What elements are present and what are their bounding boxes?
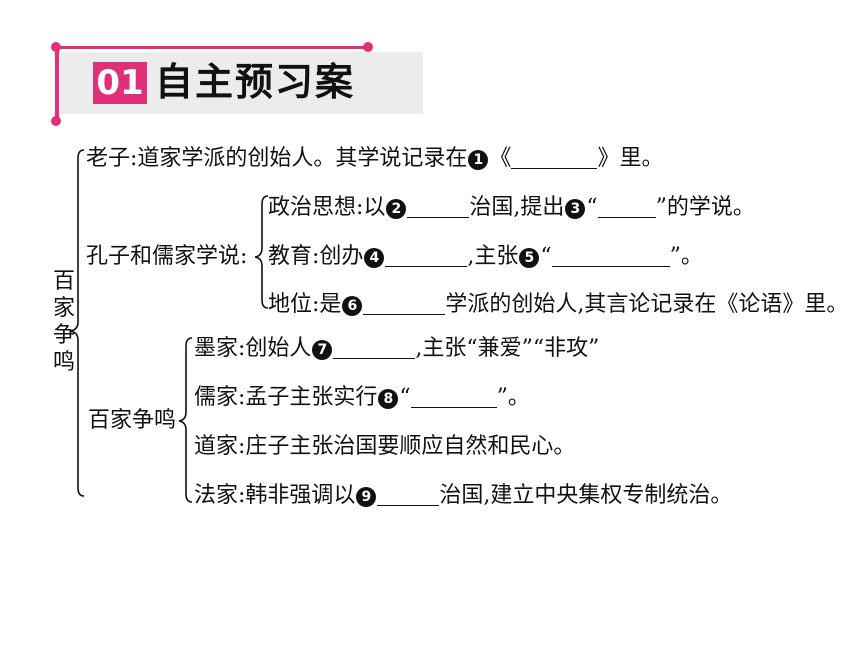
politics-text: ”的学说。	[655, 195, 755, 220]
section-title: 自主预习案	[155, 60, 356, 104]
number-badge: 2	[386, 199, 407, 219]
education-text: ”。	[669, 244, 703, 269]
baijia-bracket	[178, 337, 193, 503]
kongzi-label: 孔子和儒家学说:	[86, 244, 248, 269]
number-badge: 5	[519, 248, 540, 268]
education-text: 教育:创办	[268, 244, 364, 269]
header-dot	[51, 42, 61, 52]
header-left-line	[55, 46, 59, 120]
daojia-line: 道家:庄子主张治国要顺应自然和民心。	[194, 434, 576, 459]
section-header: 01 自主预习案	[51, 42, 425, 126]
status-text: 学派的创始人,其言论记录在《论语》里。	[445, 292, 849, 317]
header-top-line	[55, 46, 367, 49]
section-number: 01	[93, 62, 147, 104]
fajia-text: 治国,建立中央集权专制统治。	[439, 483, 733, 508]
mojia-text: 墨家:创始人	[194, 336, 312, 361]
number-badge: 3	[565, 199, 586, 219]
kongzi-bracket	[254, 195, 269, 309]
laozi-text: 老子:道家学派的创始人。其学说记录在	[86, 146, 468, 171]
number-badge: 7	[312, 340, 333, 360]
quote-open: “	[540, 244, 552, 269]
answer-blank[interactable]	[363, 292, 446, 315]
header-dot	[363, 42, 373, 52]
answer-blank[interactable]	[551, 244, 670, 267]
quote-open: “	[586, 195, 598, 220]
number-badge: 9	[356, 487, 377, 507]
answer-blank[interactable]	[511, 146, 598, 169]
rujia-text: ”。	[496, 385, 530, 410]
rujia-text: 儒家:孟子主张实行	[194, 385, 378, 410]
education-text: ,主张	[467, 244, 519, 269]
status-text: 地位:是	[268, 292, 342, 317]
answer-blank[interactable]	[410, 385, 497, 408]
number-badge: 4	[364, 248, 385, 268]
politics-text: 治国,提出	[469, 195, 565, 220]
book-open-mark: 《	[489, 146, 512, 171]
mojia-text: ,主张“兼爱”“非攻”	[415, 336, 600, 361]
book-close-mark: 》里。	[597, 146, 664, 171]
header-dot	[51, 116, 61, 126]
answer-blank[interactable]	[385, 244, 468, 267]
root-label: 百家争鸣	[52, 269, 75, 375]
number-badge: 8	[378, 389, 399, 409]
politics-text: 政治思想:以	[268, 195, 386, 220]
number-badge: 6	[342, 296, 363, 316]
answer-blank[interactable]	[377, 483, 440, 506]
answer-blank[interactable]	[333, 336, 416, 359]
quote-open: “	[399, 385, 411, 410]
answer-blank[interactable]	[597, 195, 656, 218]
fajia-text: 法家:韩非强调以	[194, 483, 356, 508]
number-badge: 1	[468, 150, 489, 170]
baijia-label: 百家争鸣	[88, 408, 177, 433]
root-bracket	[69, 149, 85, 497]
answer-blank[interactable]	[407, 195, 470, 218]
